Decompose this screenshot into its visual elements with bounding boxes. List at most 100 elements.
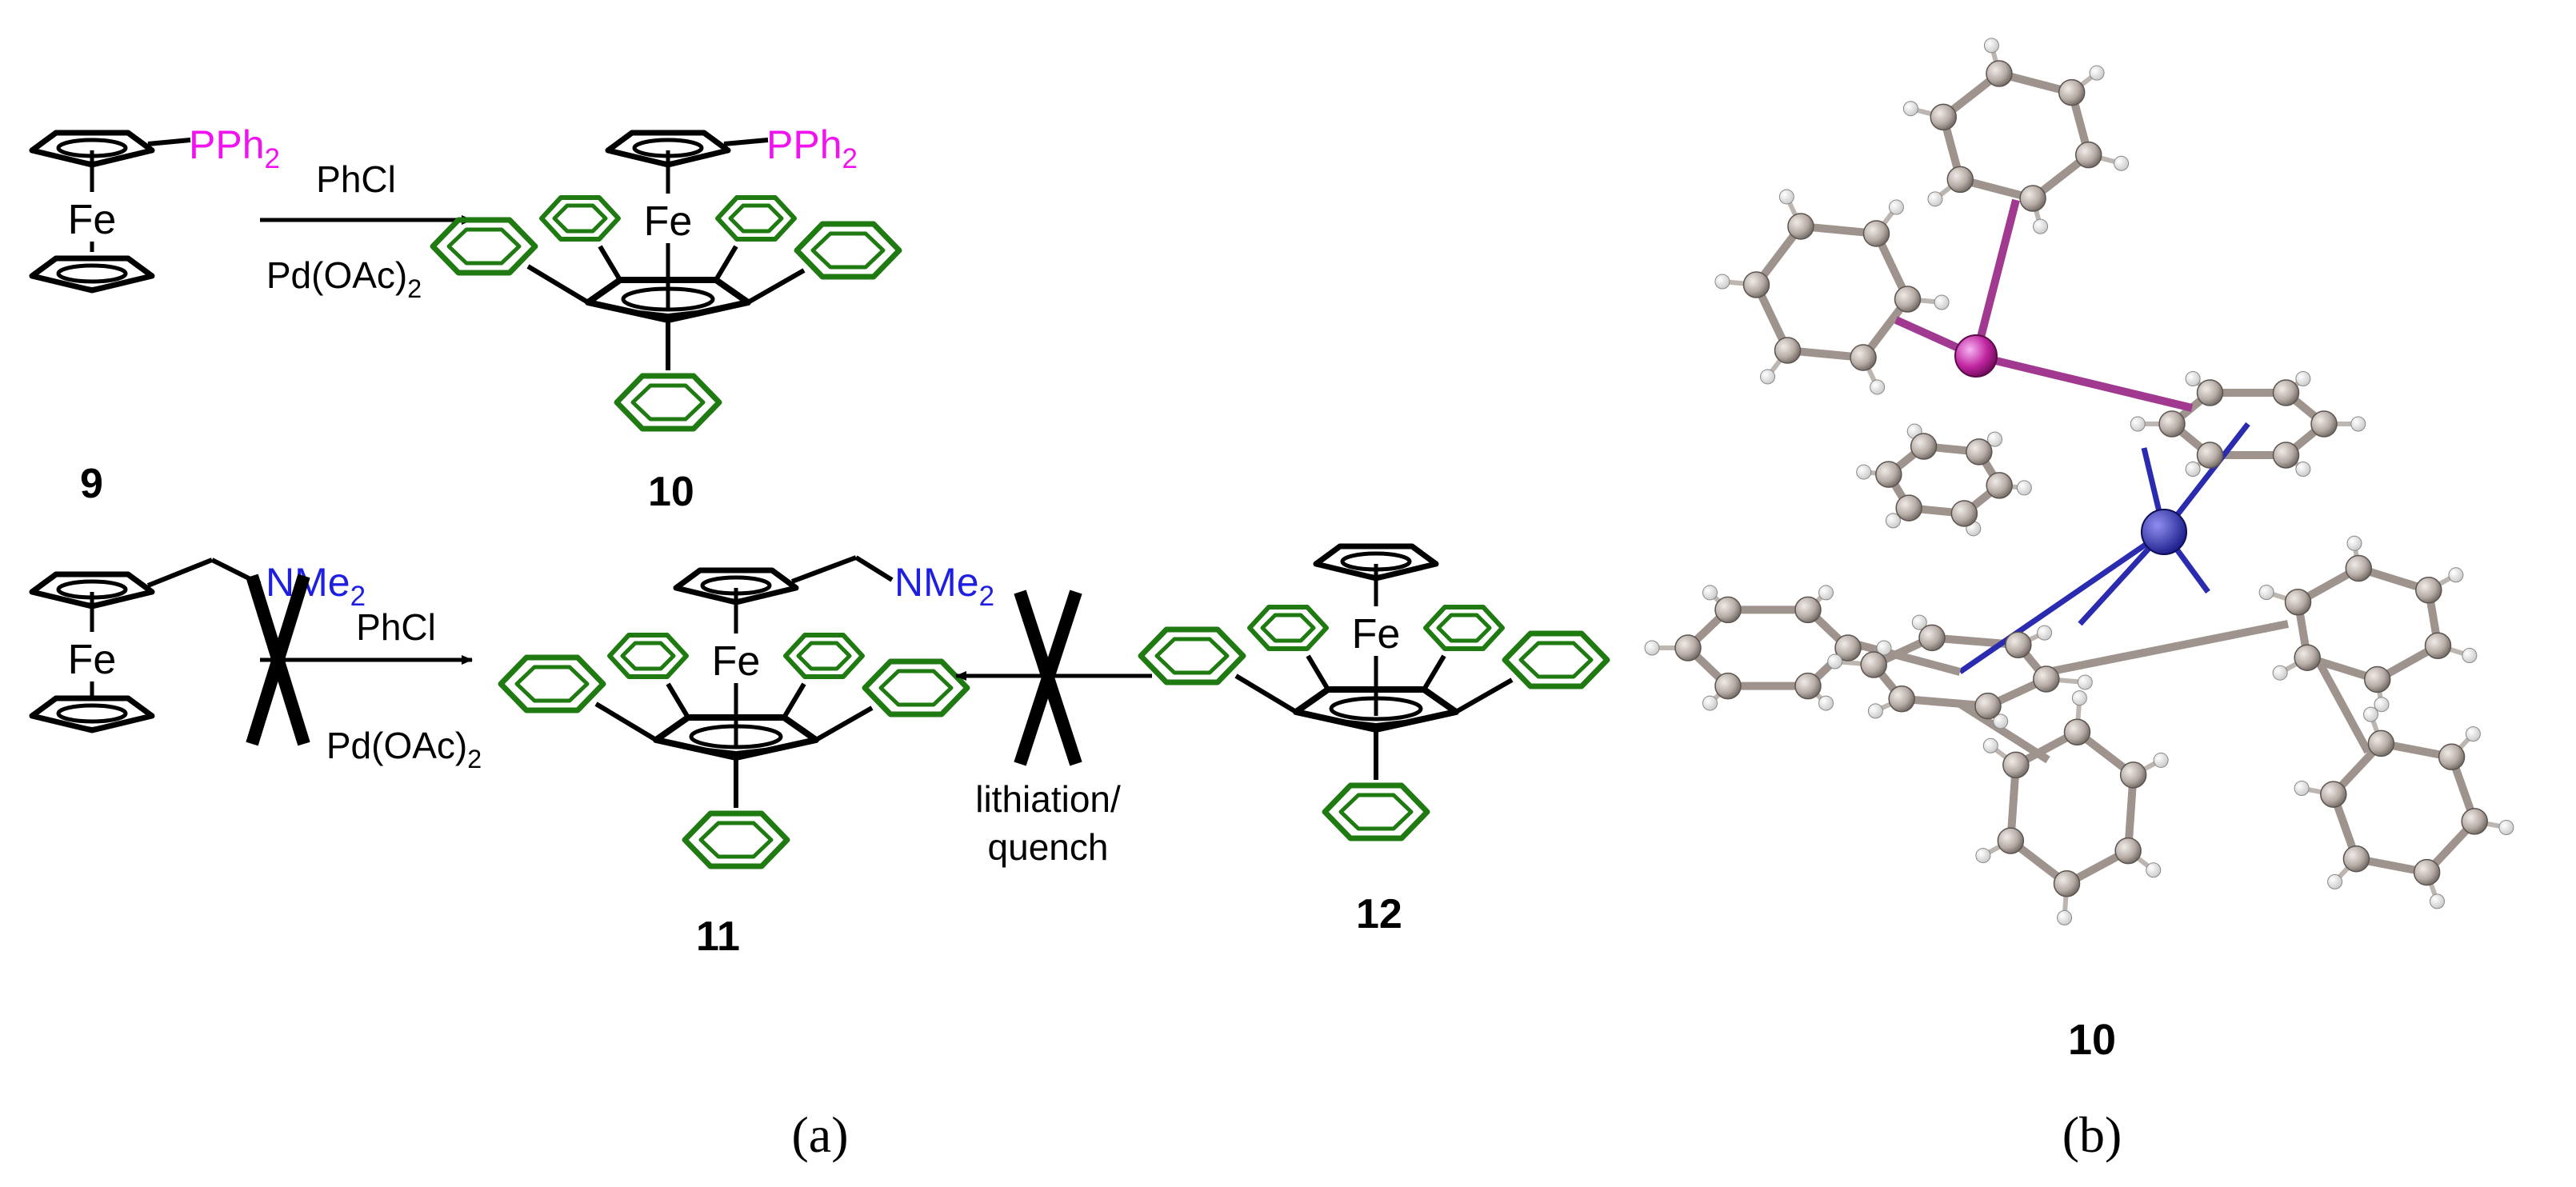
compound-11: Fe NMe2 11 (501, 555, 994, 960)
carbon-atom (1674, 634, 1702, 661)
carbon-atom (2158, 410, 2186, 438)
reaction-2-reagent-above: PhCl (356, 606, 436, 648)
compound-10: Fe PPh2 10 (433, 122, 899, 515)
carbon-atom (1850, 344, 1877, 371)
carbon-atom (2438, 743, 2466, 771)
hydrogen-atom (1714, 274, 1730, 290)
carbon-atom (1894, 286, 1922, 313)
carbon-atom (1910, 433, 1938, 460)
hydrogen-atom (1975, 848, 1991, 864)
reaction-3-reagent-line1: lithiation/ (975, 778, 1121, 820)
carbon-atom (2002, 751, 2030, 779)
hydrogen-atom (1818, 585, 1834, 601)
compound-9-fe: Fe (68, 197, 117, 243)
hydrogen-atom (2327, 873, 2343, 889)
hydrogen-atom (2057, 909, 2073, 925)
compound-10-number: 10 (648, 469, 694, 515)
hydrogen-atom (2363, 706, 2379, 722)
hydrogen-atom (2185, 370, 2201, 386)
reaction-3-blocked-cross (1014, 590, 1082, 766)
hydrogen-atom (2185, 462, 2201, 478)
reaction-2-reagent-below: Pd(OAc)2 (326, 725, 482, 773)
carbon-atom (2005, 631, 2032, 659)
hydrogen-atom (1885, 513, 1901, 529)
carbon-atom (2424, 632, 2452, 660)
hydrogen-atom (2114, 155, 2130, 171)
carbon-atom (1860, 651, 1887, 678)
carbon-atom (2019, 185, 2046, 212)
hydrogen-atom (2295, 370, 2311, 386)
carbon-atom (2413, 858, 2441, 886)
carbon-atom (2310, 410, 2338, 438)
hydrogen-atom (2346, 535, 2362, 551)
compound-11-number: 11 (696, 913, 740, 960)
carbon-atom (2114, 837, 2142, 865)
carbon-atom (2415, 577, 2442, 604)
hydrogen-atom (2498, 819, 2514, 835)
carbon-atom (2063, 718, 2091, 746)
compound-9-number: 9 (80, 461, 103, 507)
hydrogen-atom (2077, 674, 2093, 690)
carbon-atom (1862, 220, 1890, 247)
hydrogen-atom (1993, 713, 2009, 729)
hydrogen-atom (1827, 653, 1843, 669)
hydrogen-atom (2130, 416, 2146, 432)
carbon-atom (2075, 141, 2102, 169)
carbon-atom (1974, 692, 2002, 720)
compound-9: Fe PPh2 9 (32, 122, 280, 507)
hydrogen-atom (2462, 648, 2478, 664)
carbon-atom (2119, 761, 2147, 789)
carbon-atom (1918, 624, 1946, 652)
carbon-atom (1986, 472, 2013, 499)
carbon-atom (1895, 494, 1922, 522)
hydrogen-atom (2153, 752, 2169, 768)
reaction-1-reagent-below: Pd(OAc)2 (266, 254, 422, 303)
carbon-atom (1834, 634, 1862, 661)
hydrogen-atom (1902, 101, 1918, 117)
compound-11-nme2: NMe2 (894, 560, 994, 612)
carbon-atom (2294, 644, 2321, 671)
carbon-atom (2320, 781, 2347, 808)
carbon-atom (1966, 438, 1993, 466)
hydrogen-atom (1983, 38, 1999, 54)
carbon-atom (1742, 271, 1770, 298)
hydrogen-atom (1982, 737, 1998, 753)
caption-b: (b) (2062, 1106, 2122, 1163)
hydrogen-atom (1702, 695, 1718, 711)
phosphorus-atom (1954, 334, 1998, 378)
reaction-3-reagent-line2: quench (988, 826, 1109, 868)
hydrogen-atom (1760, 369, 1776, 385)
compound-12-number: 12 (1356, 891, 1402, 937)
hydrogen-atom (1856, 464, 1872, 480)
carbon-atom (2345, 554, 2373, 582)
carbon-atom (1930, 103, 1957, 131)
carbon-atom (1774, 337, 1802, 364)
carbon-atom (2196, 379, 2224, 406)
hydrogen-atom (1934, 294, 1950, 310)
carbon-atom (1888, 685, 1915, 713)
compound-12-fe: Fe (1352, 611, 1401, 657)
hydrogen-atom (2465, 726, 2481, 742)
crystal-structure-panel-b: 10 (b) (1644, 38, 2514, 1163)
hydrogen-atom (2448, 567, 2464, 583)
hydrogen-atom (1888, 199, 1904, 215)
carbon-atom (1946, 166, 1974, 194)
carbon-atom (1875, 461, 1902, 488)
scheme-panel-a: Fe PPh2 9 PhCl Pd(OAc)2 Fe PPh2 10 (32, 122, 1607, 1163)
carbon-atom (2367, 729, 2395, 757)
hydrogen-atom (1911, 614, 1927, 630)
carbon-atom (1950, 500, 1978, 527)
reaction-2-blocked-cross (246, 574, 310, 746)
compound-nme2-reactant-nme2: NMe2 (266, 560, 366, 612)
hydrogen-atom (2374, 697, 2390, 713)
hydrogen-atom (1927, 191, 1943, 207)
carbon-atom (2033, 665, 2060, 693)
hydrogen-atom (1644, 640, 1660, 656)
carbon-atom (1794, 672, 1822, 700)
compound-11-fe: Fe (712, 638, 761, 685)
iron-atom (2141, 509, 2187, 555)
hydrogen-atom (2016, 480, 2032, 496)
compound-10-pph2: PPh2 (766, 122, 858, 174)
carbon-atom (1714, 672, 1742, 700)
reaction-1-reagent-above: PhCl (316, 158, 396, 200)
